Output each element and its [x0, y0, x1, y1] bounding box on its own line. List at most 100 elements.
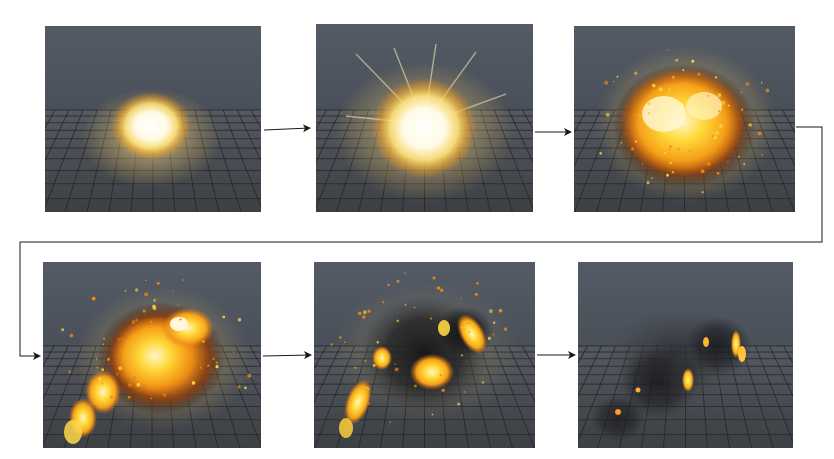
spark-particle: [441, 388, 445, 392]
spark-particle: [172, 290, 174, 292]
spark-particle: [737, 155, 740, 158]
spark-particle: [115, 373, 119, 376]
spark-particle: [503, 327, 508, 331]
spark-particle: [436, 286, 441, 290]
spark-particle: [215, 361, 218, 364]
spark-particle: [666, 173, 669, 177]
spark-particle: [222, 315, 226, 319]
frame-3-image: [574, 26, 795, 212]
spark-particle: [641, 162, 644, 165]
spark-particle: [468, 322, 470, 325]
spark-particle: [430, 317, 433, 320]
spark-particle: [714, 76, 718, 79]
spark-particle: [182, 279, 184, 282]
spark-particle: [404, 304, 407, 306]
spark-particle: [718, 110, 721, 113]
spark-particle: [396, 319, 399, 322]
spark-particle: [431, 413, 434, 416]
spark-particle: [202, 340, 205, 343]
spark-particle: [745, 82, 750, 86]
spark-particle: [247, 373, 252, 378]
spark-particle: [613, 80, 615, 83]
spark-particle: [177, 304, 179, 306]
spark-particle: [145, 279, 147, 282]
spark-particle: [118, 366, 123, 371]
spark-particle: [743, 163, 746, 166]
spark-particle: [232, 351, 235, 354]
spark-particle: [61, 328, 65, 332]
spark-particle: [757, 131, 762, 136]
spark-particle: [136, 382, 141, 387]
frame-6-image: [578, 262, 793, 448]
frame-3-fireball-expanding: [574, 26, 795, 212]
spark-particle: [474, 292, 478, 296]
spark-particle: [440, 288, 444, 292]
spark-particle: [599, 152, 602, 155]
spark-particle: [646, 181, 650, 185]
spark-particle: [700, 169, 705, 174]
spark-particle: [718, 124, 723, 128]
spark-particle: [102, 343, 105, 345]
frame-2-image: [316, 24, 533, 212]
spark-particle: [132, 376, 137, 380]
spark-particle: [362, 315, 366, 319]
spark-particle: [740, 108, 744, 112]
spark-particle: [421, 381, 424, 383]
arrow-4-to-5: [262, 351, 312, 360]
spark-particle: [153, 298, 156, 302]
spark-particle: [68, 370, 72, 374]
spark-particle: [101, 382, 104, 385]
spark-particle: [394, 363, 396, 365]
spark-particle: [717, 93, 722, 97]
spark-particle: [364, 359, 367, 362]
spark-particle: [765, 88, 770, 93]
spark-particle: [604, 80, 609, 85]
spark-particle: [677, 147, 681, 151]
spark-particle: [207, 364, 210, 367]
spark-particle: [372, 364, 376, 367]
spark-particle: [682, 69, 685, 71]
spark-particle: [163, 393, 167, 397]
spark-particle: [671, 171, 674, 174]
spark-particle: [132, 320, 136, 324]
spark-particle: [69, 333, 74, 338]
spark-particle: [648, 112, 650, 114]
spark-particle: [199, 366, 202, 369]
spark-particle: [103, 337, 105, 340]
spark-particle: [354, 366, 357, 369]
frame-1-image: [45, 26, 261, 212]
spark-particle: [212, 357, 215, 360]
spark-particle: [632, 113, 636, 117]
spark-particle: [91, 296, 96, 301]
spark-particle: [237, 318, 242, 322]
frame-5-image: [314, 262, 535, 448]
spark-particle: [463, 390, 466, 393]
spark-particle: [675, 58, 679, 62]
spark-particle: [387, 283, 390, 287]
spark-particle: [144, 292, 149, 297]
spark-particle: [498, 309, 503, 313]
spark-particle: [660, 142, 664, 146]
spark-particle: [634, 71, 638, 75]
spark-particle: [761, 154, 764, 156]
spark-particle: [651, 177, 653, 179]
spark-particle: [382, 301, 385, 304]
spark-particle: [156, 281, 160, 285]
spark-particle: [668, 88, 671, 91]
spark-particle: [358, 311, 362, 315]
spark-particle: [616, 75, 619, 78]
spark-particle: [605, 112, 610, 117]
spark-particle: [120, 337, 123, 340]
frame-2-fireball-flare: [316, 24, 533, 212]
spark-particle: [96, 366, 99, 369]
spark-particle: [389, 421, 391, 423]
spark-particle: [147, 386, 152, 391]
spark-particle: [110, 395, 113, 399]
spark-particle: [152, 306, 157, 311]
spark-particle: [468, 330, 471, 333]
spark-particle: [432, 276, 436, 280]
spark-particle: [367, 309, 371, 313]
spark-particle: [135, 288, 139, 292]
spark-particle: [647, 102, 651, 106]
spark-particle: [150, 397, 153, 400]
